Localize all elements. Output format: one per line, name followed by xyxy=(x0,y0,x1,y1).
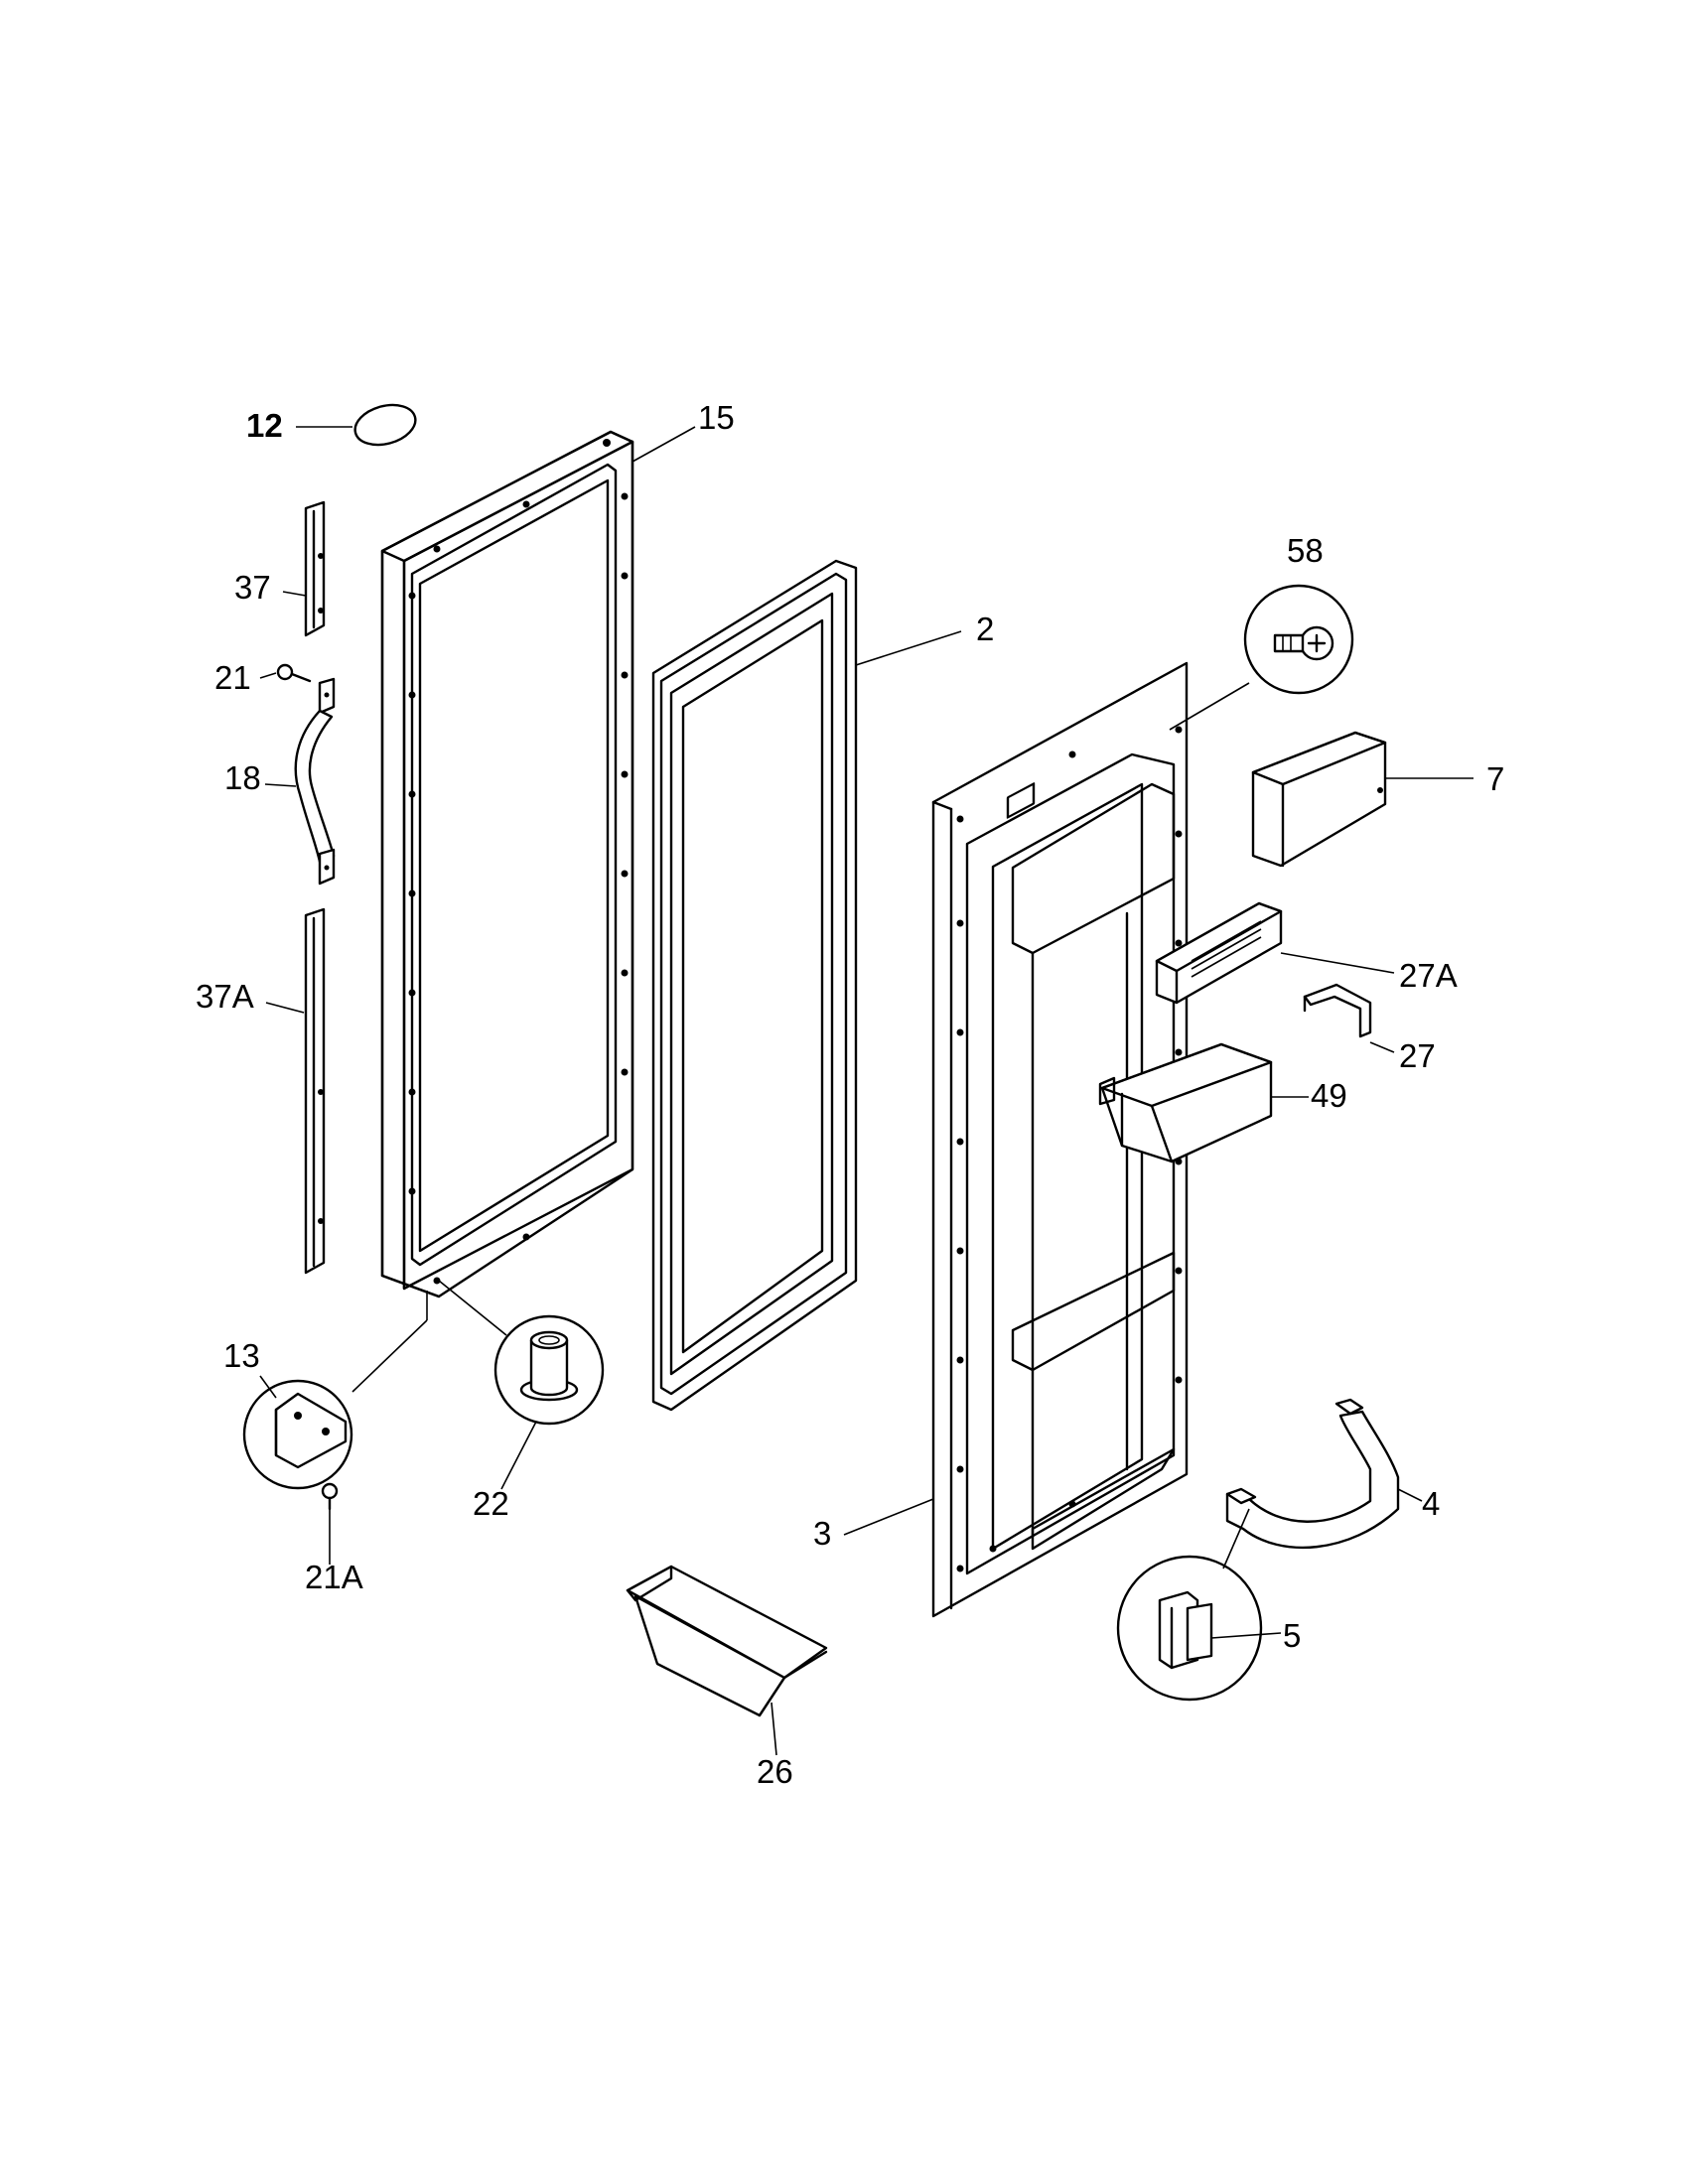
leader-18 xyxy=(264,783,297,787)
leader-4 xyxy=(1397,1488,1423,1502)
label-15: 15 xyxy=(698,399,735,436)
label-18: 18 xyxy=(224,759,261,796)
leader-2 xyxy=(855,630,962,666)
part-4-dispenser-arm xyxy=(1225,1398,1400,1550)
leader-58 xyxy=(1169,682,1250,731)
part-58-screw-detail xyxy=(1243,584,1354,695)
part-5-clip-detail xyxy=(1116,1555,1263,1702)
label-21a: 21A xyxy=(305,1559,363,1595)
part-27a-texture xyxy=(1191,920,1262,978)
leader-22-top xyxy=(438,1280,507,1336)
part-3-door-liner xyxy=(931,661,1189,1618)
label-2: 2 xyxy=(976,611,994,647)
label-12: 12 xyxy=(246,407,283,444)
label-49: 49 xyxy=(1311,1077,1347,1114)
part-12-plug xyxy=(296,403,417,447)
part-13-hinge-detail xyxy=(242,1375,353,1511)
label-5: 5 xyxy=(1283,1617,1301,1654)
part-22-bushing-detail xyxy=(493,1314,605,1426)
leader-5-b xyxy=(1222,1508,1250,1570)
label-3: 3 xyxy=(813,1515,831,1552)
part-27-clip xyxy=(1303,983,1372,1038)
leader-3 xyxy=(843,1498,934,1536)
part-labels: 12 15 37 21 18 37A 13 21A 22 2 58 7 27A … xyxy=(196,399,1504,1790)
label-4: 4 xyxy=(1422,1485,1440,1522)
part-3-liner-holes xyxy=(956,726,1183,1572)
label-26: 26 xyxy=(757,1753,793,1790)
part-37a-lower-trim xyxy=(304,907,326,1275)
label-27a: 27A xyxy=(1399,957,1458,994)
part-7-dairy-door xyxy=(1251,731,1387,868)
leader-37 xyxy=(282,591,307,597)
part-37-upper-trim xyxy=(304,500,326,637)
leader-27 xyxy=(1369,1041,1395,1053)
part-21-screw xyxy=(259,663,312,683)
leader-5 xyxy=(1210,1632,1282,1639)
part-15-screw-holes xyxy=(408,439,629,1285)
part-2-door-gasket xyxy=(651,559,858,1412)
label-7: 7 xyxy=(1486,760,1504,797)
part-27a-retainer xyxy=(1155,901,1283,1005)
label-21: 21 xyxy=(214,659,251,696)
leader-37a xyxy=(265,1002,305,1014)
leader-15 xyxy=(632,426,696,463)
part-49-door-bin xyxy=(1098,1042,1273,1163)
leader-22 xyxy=(500,1421,537,1490)
leader-27a xyxy=(1280,952,1395,974)
label-37: 37 xyxy=(234,569,271,606)
leader-13 xyxy=(351,1319,428,1393)
part-15-door-frame xyxy=(380,430,634,1298)
part-18-door-handle xyxy=(294,677,336,886)
label-27: 27 xyxy=(1399,1037,1436,1074)
part-3-top-tab xyxy=(1006,782,1036,819)
label-37a: 37A xyxy=(196,978,254,1015)
leader-26 xyxy=(771,1702,777,1756)
label-22: 22 xyxy=(473,1485,509,1522)
part-26-bottom-bin xyxy=(626,1565,828,1717)
label-58: 58 xyxy=(1287,532,1324,569)
label-13: 13 xyxy=(223,1337,260,1374)
